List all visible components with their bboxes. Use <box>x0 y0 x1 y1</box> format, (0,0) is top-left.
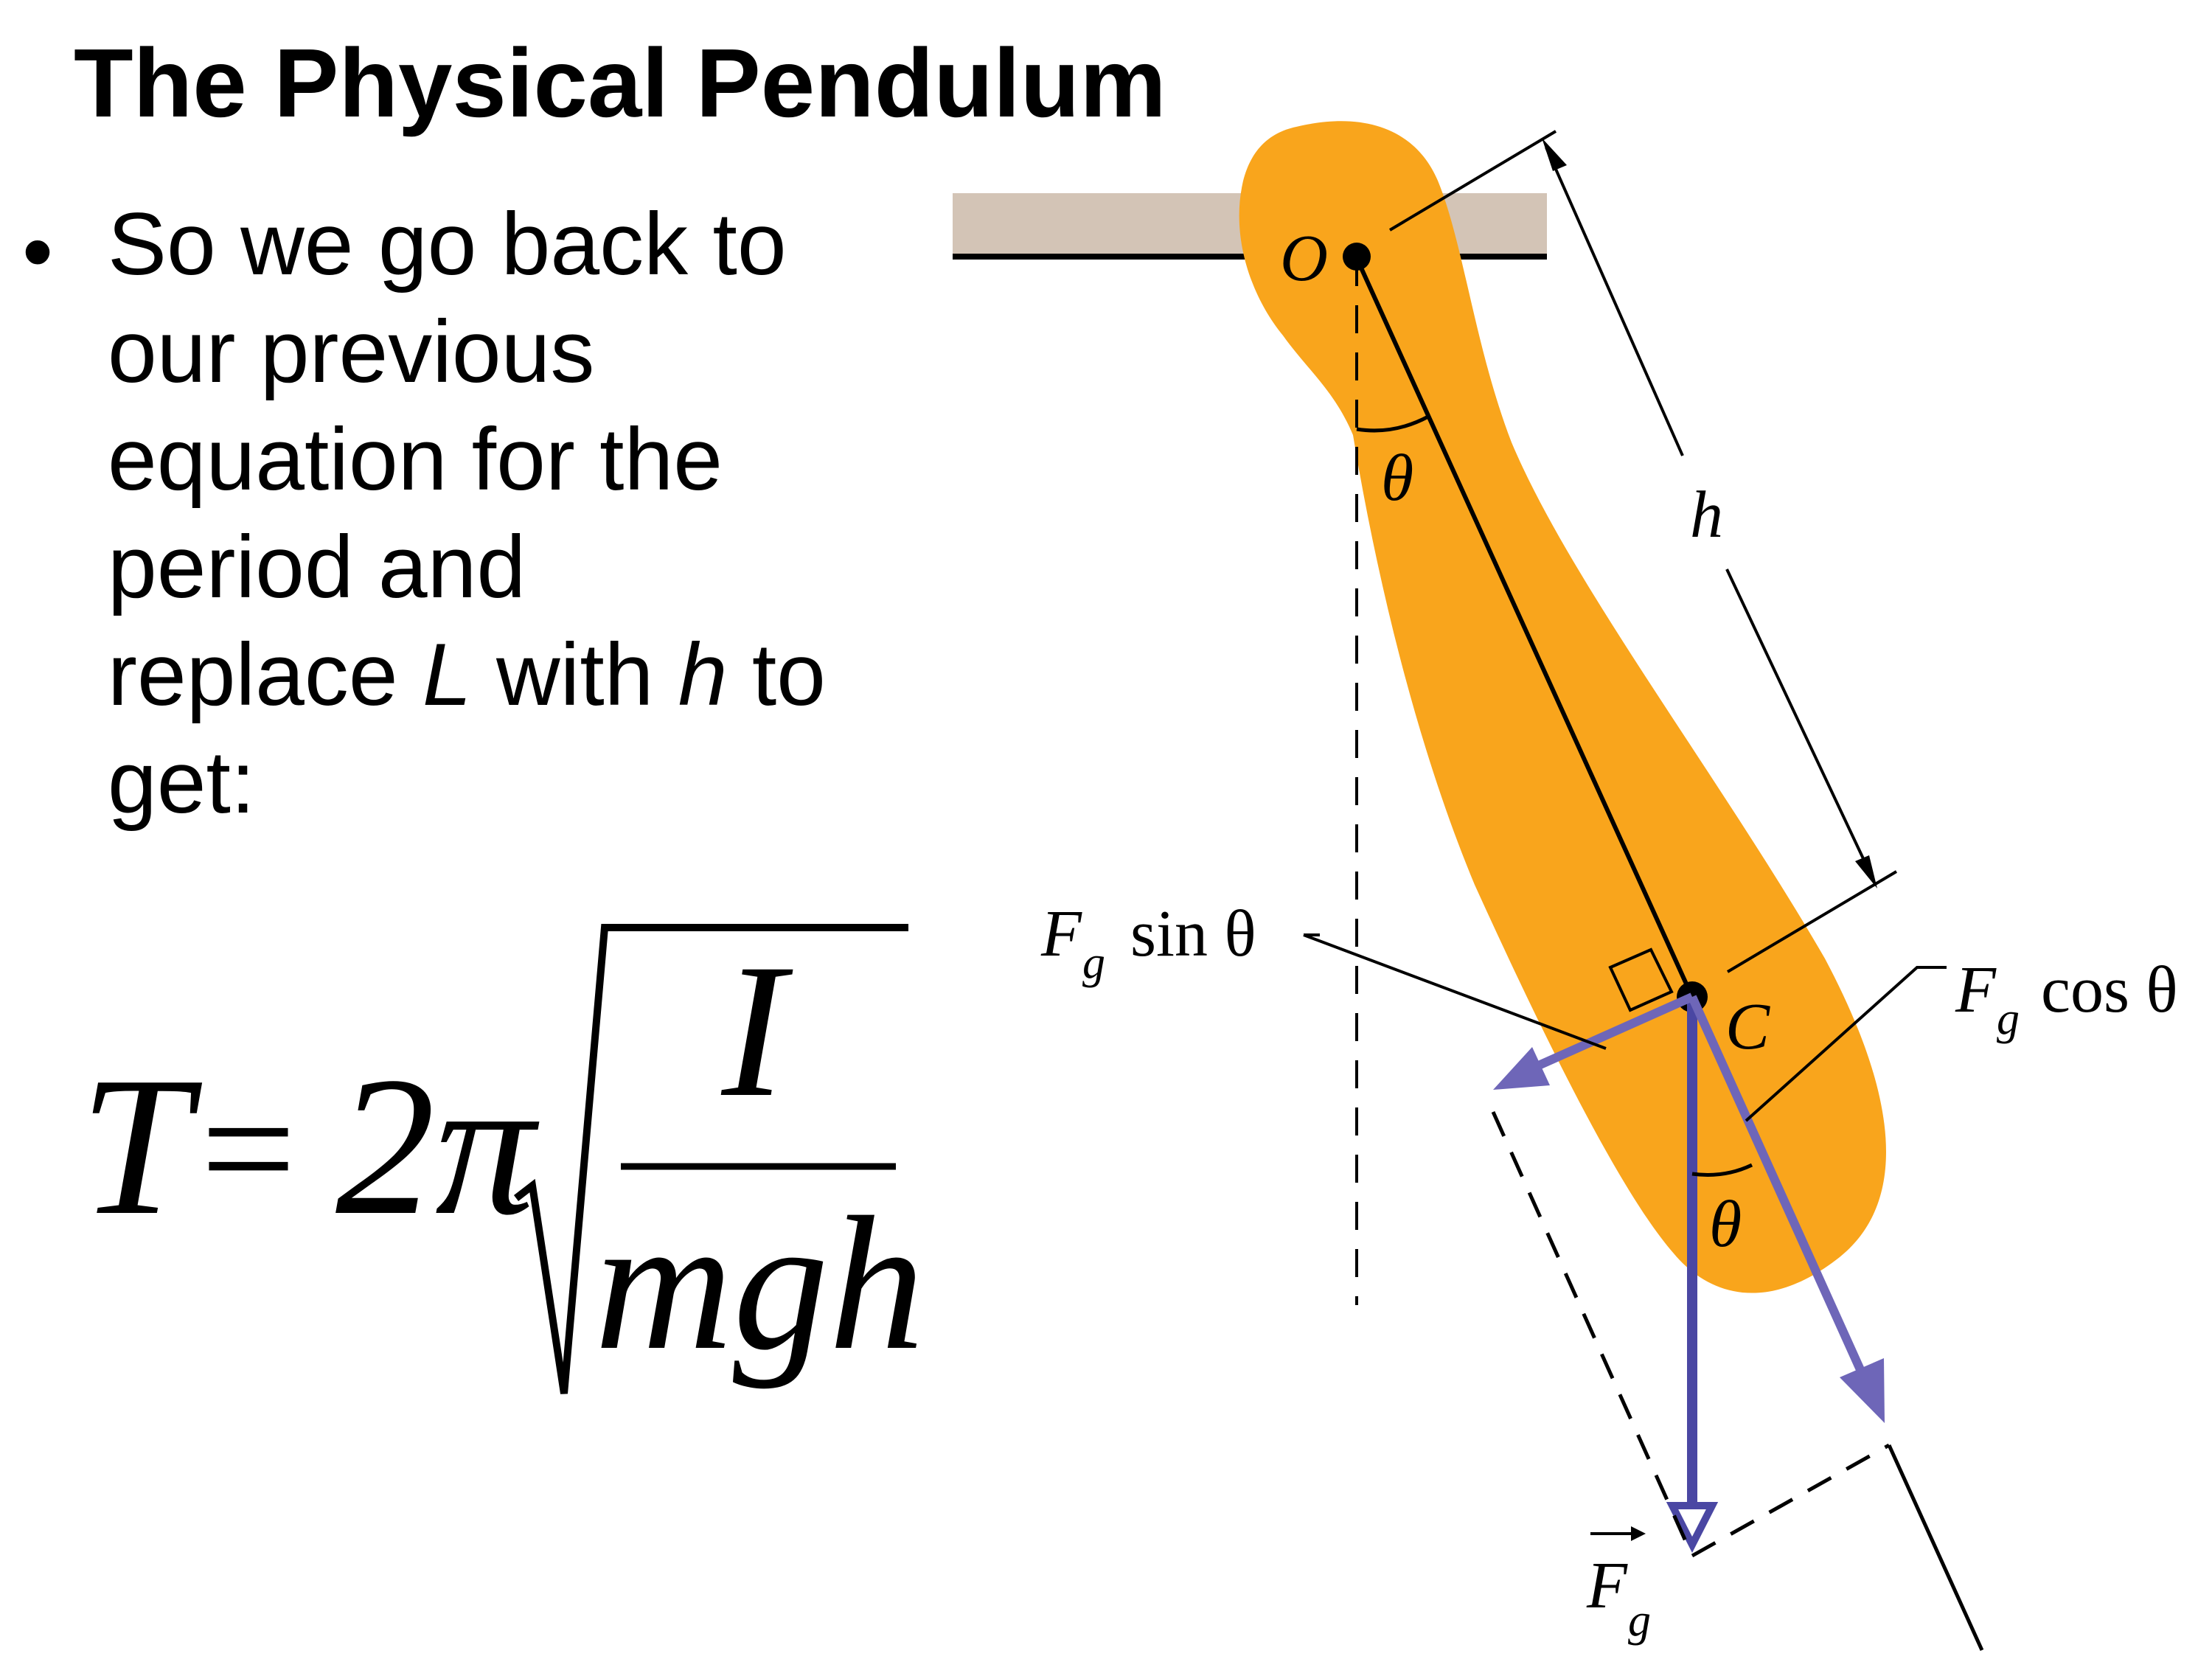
bullet-line-2: our previous <box>108 302 595 401</box>
sin-component-arrowhead <box>1493 1047 1550 1090</box>
top-angle-arc <box>1356 414 1430 433</box>
bullet-dot: • <box>22 202 54 301</box>
bullet-line-5-post: to <box>727 625 826 724</box>
vector-arrow-tip <box>1631 1526 1646 1541</box>
extension-line <box>1887 1444 1984 1652</box>
label-theta-bottom: θ <box>1709 1188 1742 1261</box>
bullet-text: So we go back to our previous equation f… <box>108 190 970 836</box>
formula-T: T <box>80 1036 204 1256</box>
right-angle-marker <box>1608 947 1674 1012</box>
cos-label-leader <box>1745 966 1947 1122</box>
projection-dash-bottom <box>1691 1443 1891 1558</box>
dimension-arrowhead-bottom <box>1855 855 1877 888</box>
sin-component-arrow <box>1531 992 1694 1072</box>
bottom-angle-arc <box>1691 1163 1753 1177</box>
variable-h: h <box>678 625 728 724</box>
bullet-line-5-pre: replace <box>108 625 422 724</box>
dimension-h-upper <box>1545 147 1684 456</box>
pivot-point <box>1343 243 1371 271</box>
projection-dash-left <box>1491 1110 1694 1557</box>
pendulum-diagram: O θ h C θ F g sin θ F g cos θ F g <box>953 121 2178 1652</box>
label-cos-component: F g cos θ <box>1955 953 2178 1044</box>
bullet-line-3: equation for the <box>108 410 723 509</box>
gravity-arrowhead <box>1666 1502 1719 1554</box>
slide-title: The Physical Pendulum <box>74 29 1166 137</box>
formula-two-pi: 2π <box>335 1036 540 1256</box>
formula-equals: = <box>201 1054 296 1242</box>
sin-label-F: F <box>1040 897 1082 970</box>
label-h: h <box>1690 479 1723 552</box>
label-sin-component: F g sin θ <box>1040 897 1256 988</box>
label-theta-top: θ <box>1381 442 1413 515</box>
label-center-C: C <box>1725 990 1770 1063</box>
bullet-line-5-mid: with <box>471 625 678 724</box>
dimension-ext-top <box>1388 130 1557 232</box>
bullet-line-4: period and <box>108 518 526 616</box>
pendulum-rod <box>1354 257 1694 998</box>
variable-L: L <box>422 625 472 724</box>
cos-component-arrow <box>1688 995 1866 1375</box>
dimension-h-lower <box>1725 568 1874 880</box>
cos-label-F: F <box>1955 953 1997 1026</box>
sin-label-sub: g <box>1082 938 1105 988</box>
dimension-ext-bottom <box>1726 870 1898 973</box>
bullet-line-5: replace L with h to <box>108 621 970 728</box>
force-label-sub: g <box>1628 1596 1651 1646</box>
formula-denominator: mgh <box>594 1178 925 1390</box>
force-label-F: F <box>1586 1549 1628 1622</box>
sin-label-text: sin θ <box>1130 897 1256 970</box>
cos-label-text: cos θ <box>2041 953 2178 1026</box>
radical-sign <box>513 924 908 1394</box>
label-force-vector: F g <box>1586 1526 1651 1646</box>
sin-label-leader <box>1303 933 1607 1050</box>
bullet-line-6: get: <box>108 733 256 832</box>
period-formula: T = 2π I mgh <box>80 924 925 1394</box>
cos-label-sub: g <box>1997 994 2020 1044</box>
label-pivot-O: O <box>1280 222 1328 295</box>
formula-numerator: I <box>719 925 794 1137</box>
dimension-arrowhead-top <box>1542 138 1567 171</box>
cos-component-arrowhead <box>1840 1358 1885 1423</box>
bullet-line-1: So we go back to <box>108 195 787 293</box>
